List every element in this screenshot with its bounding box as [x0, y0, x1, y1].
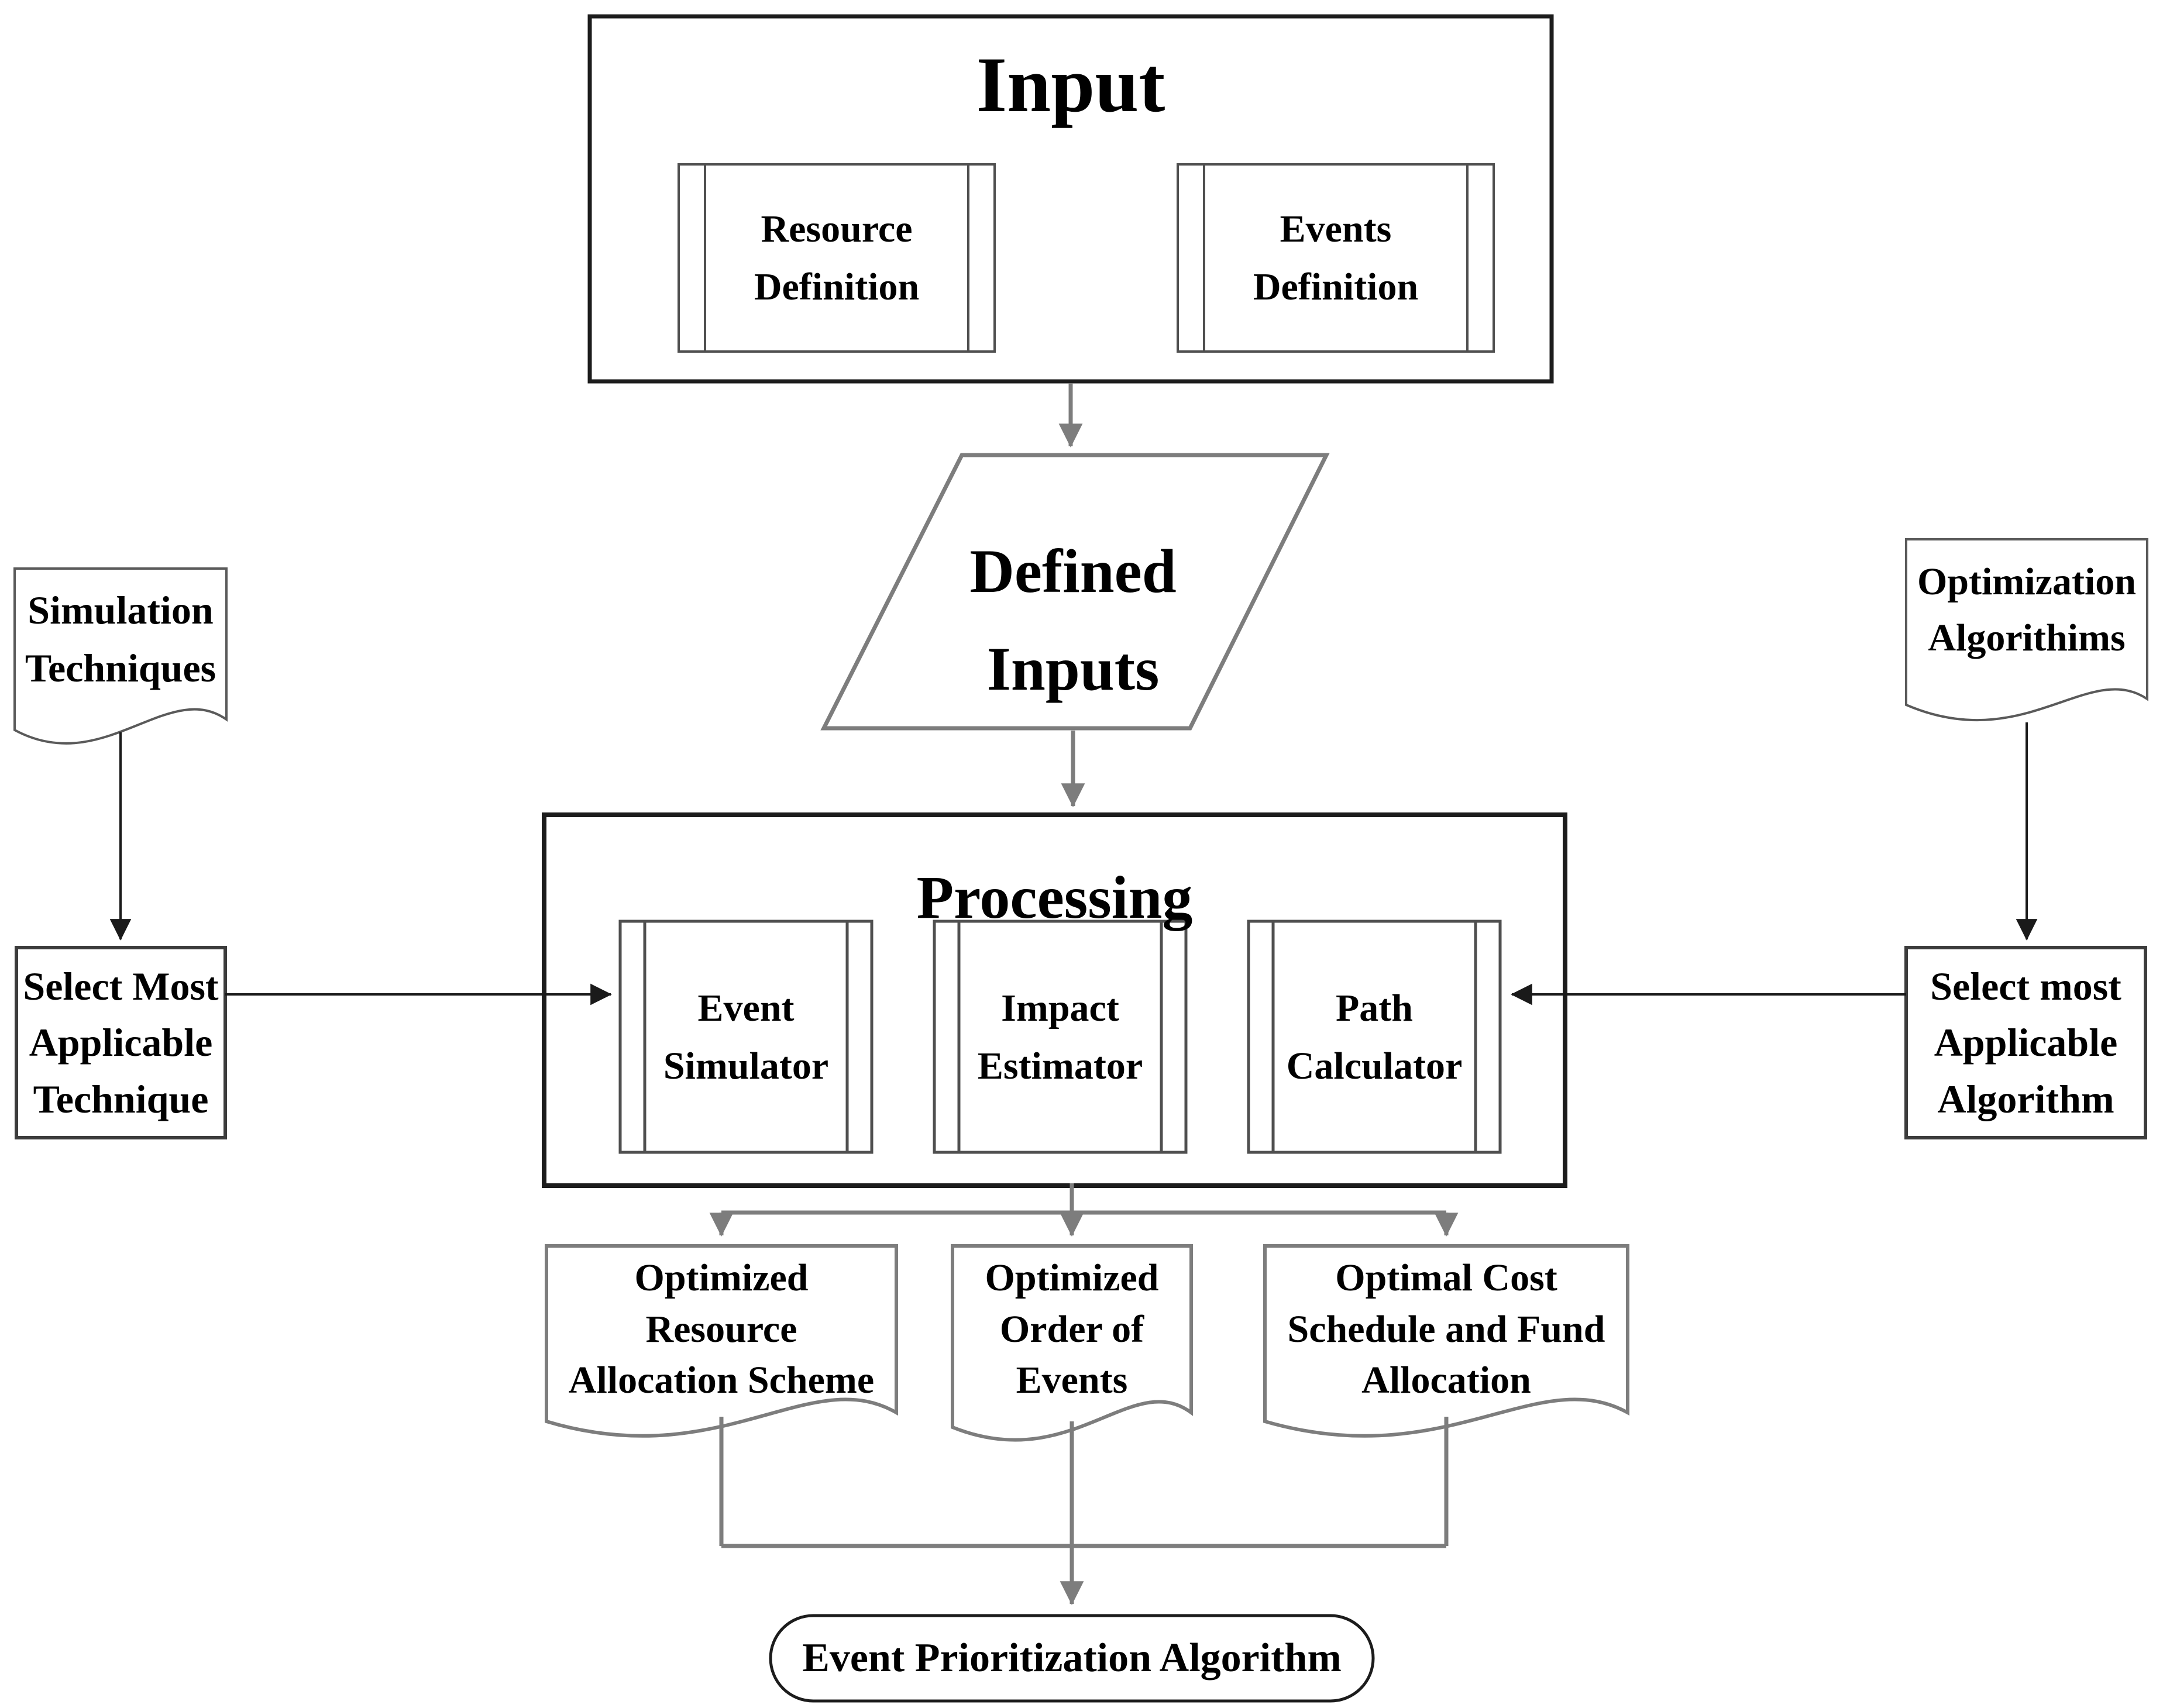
- optimization-algorithms-document-shape: [1905, 538, 2148, 722]
- event-simulator-shape: [618, 920, 874, 1154]
- event-prioritization-terminator-shape: [769, 1614, 1375, 1703]
- select-technique-box: [15, 946, 227, 1139]
- resource-definition-label: Resource Definition: [754, 208, 920, 308]
- resource-definition-shape: [678, 163, 996, 353]
- simulation-techniques-document-shape: [13, 567, 228, 745]
- events-definition-label: Events Definition: [1253, 208, 1419, 308]
- select-technique-label: Select Most Applicable Technique: [23, 963, 219, 1121]
- optimized-resource-allocation-label: Optimized Resource Allocation Scheme: [568, 1256, 875, 1402]
- simulation-techniques-label: Simulation Techniques: [25, 587, 216, 690]
- optimized-order-of-events-label: Optimized Order of Events: [985, 1256, 1159, 1402]
- impact-estimator-shape: [933, 920, 1188, 1154]
- path-calculator-label: Path Calculator: [1286, 986, 1463, 1087]
- path-calculator-shape: [1247, 920, 1502, 1154]
- event-simulator-label: Event Simulator: [663, 986, 829, 1087]
- input-section-title: Input: [976, 41, 1165, 129]
- select-algorithm-label: Select most Applicable Algorithm: [1930, 963, 2121, 1121]
- select-algorithm-box: [1904, 946, 2147, 1139]
- optimized-resource-allocation-document-shape: [545, 1244, 898, 1438]
- optimal-cost-schedule-document-shape: [1263, 1244, 1629, 1438]
- processing-section-title: Processing: [916, 864, 1193, 931]
- optimization-algorithms-label: Optimization Algorithims: [1917, 560, 2136, 659]
- defined-inputs-parallelogram: [820, 453, 1330, 731]
- optimized-order-of-events-document-shape: [951, 1244, 1193, 1442]
- optimal-cost-schedule-label: Optimal Cost Schedule and Fund Allocatio…: [1287, 1256, 1605, 1402]
- impact-estimator-label: Impact Estimator: [977, 986, 1143, 1087]
- defined-inputs-label: Defined Inputs: [969, 536, 1177, 703]
- events-definition-shape: [1177, 163, 1495, 353]
- event-prioritization-terminator-label: Event Prioritization Algorithm: [802, 1635, 1342, 1681]
